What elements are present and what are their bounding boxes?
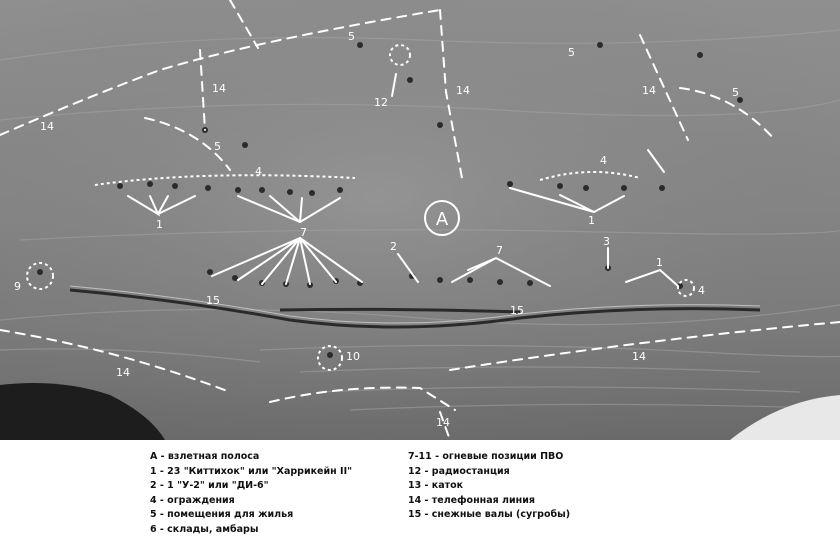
- legend-item: 4 - ограждения: [150, 494, 235, 506]
- label-7: 7: [496, 244, 503, 257]
- label-14: 14: [632, 350, 646, 363]
- label-14: 14: [212, 82, 226, 95]
- label-4: 4: [255, 165, 262, 178]
- label-5: 5: [348, 30, 355, 43]
- label-5: 5: [214, 140, 221, 153]
- runway-marker: [424, 200, 460, 236]
- runway-label: A: [436, 209, 449, 230]
- label-15: 15: [510, 304, 524, 317]
- legend-item: 1 - 23 "Киттихок" или "Харрикейн II": [150, 465, 353, 477]
- dark-area: [0, 382, 165, 440]
- legend-column-left: А - взлетная полоса 1 - 23 "Киттихок" ил…: [150, 450, 352, 538]
- legend-item: 14 - телефонная линия: [408, 494, 535, 506]
- label-1: 1: [656, 256, 663, 269]
- label-12: 12: [374, 96, 388, 109]
- legend: А - взлетная полоса 1 - 23 "Киттихок" ил…: [0, 440, 840, 544]
- legend-item: 15 - снежные валы (сугробы): [408, 509, 571, 521]
- fences: [94, 170, 641, 186]
- label-2: 2: [390, 240, 397, 253]
- label-15: 15: [206, 294, 220, 307]
- annotation-lines: [127, 73, 679, 287]
- label-4: 4: [698, 284, 705, 297]
- map-labels: 1 1 1 2 3 4 4 4 5 5 5 5 7 7 9 10 12 14 1…: [14, 30, 739, 429]
- label-1: 1: [156, 218, 163, 231]
- label-14: 14: [40, 120, 54, 133]
- label-14: 14: [456, 84, 470, 97]
- label-4: 4: [600, 154, 607, 167]
- aerial-photo: A 1 1 1 2 3 4 4 4 5 5 5 5 7 7 9 10 12 14…: [0, 0, 840, 440]
- label-14: 14: [436, 416, 450, 429]
- label-10: 10: [346, 350, 360, 363]
- label-9: 9: [14, 280, 21, 293]
- label-5: 5: [732, 86, 739, 99]
- legend-item: 7-11 - огневые позиции ПВО: [408, 451, 564, 462]
- legend-column-right: 7-11 - огневые позиции ПВО 12 - радиоста…: [408, 450, 570, 523]
- label-3: 3: [603, 235, 610, 248]
- terrain-streaks: [0, 29, 840, 411]
- label-14: 14: [642, 84, 656, 97]
- legend-item: 6 - склады, амбары: [150, 523, 259, 535]
- legend-item: 5 - помещения для жилья: [150, 509, 294, 521]
- legend-item: 2 - 1 "У-2" или "ДИ-6": [150, 480, 269, 492]
- legend-item: А - взлетная полоса: [150, 451, 260, 462]
- label-7: 7: [300, 226, 307, 239]
- legend-item: 13 - каток: [408, 480, 464, 492]
- marker-circles: [26, 44, 695, 371]
- label-5: 5: [568, 46, 575, 59]
- snow-walls: [69, 288, 761, 329]
- label-1: 1: [588, 214, 595, 227]
- telephone-lines: [0, 0, 840, 440]
- label-14: 14: [116, 366, 130, 379]
- legend-item: 12 - радиостанция: [408, 465, 510, 477]
